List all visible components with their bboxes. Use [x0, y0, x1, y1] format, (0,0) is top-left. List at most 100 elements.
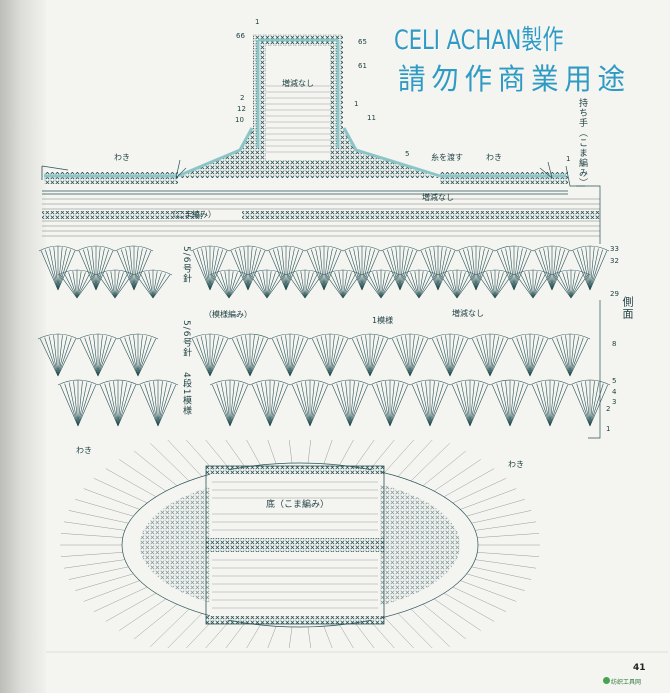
shell-stitch	[410, 272, 420, 299]
shell-arc	[309, 333, 351, 340]
shell-stitch	[520, 336, 531, 377]
shell-stitch	[57, 249, 71, 291]
shell-stitch	[456, 273, 470, 299]
shell-stitch	[387, 249, 401, 291]
shell-stitch	[380, 273, 394, 299]
shell-arc	[249, 379, 291, 386]
shell-stitch	[369, 336, 380, 377]
shell-stitch	[57, 338, 77, 377]
one-repeat-label: 1模様	[372, 316, 394, 325]
shell-arc	[77, 333, 119, 340]
shell-stitch	[425, 249, 439, 291]
shell-stitch	[416, 383, 431, 427]
side-row-number: 8	[612, 340, 617, 348]
shell-stitch	[475, 247, 481, 291]
shell-stitch	[437, 250, 456, 291]
shell-stitch	[211, 274, 230, 299]
shell-stitch	[496, 383, 511, 427]
shell-stitch	[216, 383, 231, 427]
shell-stitch	[437, 249, 451, 291]
radiating-guide-line	[466, 573, 525, 591]
shell-stitch	[205, 247, 211, 291]
sc-row-left	[42, 211, 202, 219]
shell-stitch	[529, 335, 535, 377]
shell-stitch	[536, 383, 551, 427]
shell-stitch	[439, 274, 458, 299]
shell-stitch	[360, 336, 371, 377]
shell-stitch	[249, 274, 268, 299]
shell-stitch	[460, 382, 471, 427]
shell-stitch	[102, 273, 116, 299]
shell-stitch	[291, 384, 311, 427]
radiating-guide-line	[267, 439, 277, 464]
shell-stitch	[133, 250, 152, 291]
shell-stitch	[153, 381, 159, 427]
shell-stitch	[551, 249, 565, 291]
shell-stitch	[409, 335, 415, 377]
shell-stitch	[351, 338, 371, 377]
shell-stitch	[345, 381, 351, 427]
radiating-guide-line	[422, 450, 467, 486]
shell-stitch	[152, 271, 158, 299]
shell-stitch	[262, 271, 268, 299]
shell-stitch	[157, 383, 172, 427]
shell-stitch	[59, 384, 79, 427]
shell-stitch	[534, 250, 553, 291]
radiating-guide-line	[105, 592, 157, 622]
shell-stitch	[249, 338, 269, 377]
shell-stitch	[116, 250, 135, 291]
row-number: 65	[358, 38, 367, 46]
row-number: 11	[367, 114, 376, 122]
shell-stitch	[340, 382, 351, 427]
shell-stitch	[539, 249, 553, 291]
shell-stitch	[77, 383, 92, 427]
shell-stitch	[489, 336, 500, 377]
shell-stitch	[108, 382, 119, 427]
shell-stitch	[285, 335, 291, 377]
shell-stitch	[48, 336, 59, 377]
shell-stitch	[121, 249, 135, 291]
shell-stitch	[513, 249, 527, 291]
shell-stitch	[549, 382, 560, 427]
side-row-number: 3	[612, 398, 617, 406]
shell-stitch	[83, 249, 97, 291]
shell-stitch	[216, 273, 230, 299]
shell-stitch	[57, 335, 63, 377]
shell-stitch	[323, 247, 329, 291]
shell-arc	[38, 245, 78, 252]
shell-stitch	[475, 250, 494, 291]
shell-stitch	[273, 249, 287, 291]
shell-arc	[117, 333, 159, 340]
shell-stitch	[409, 338, 429, 377]
shell-stitch	[418, 272, 428, 299]
shell-stitch	[513, 248, 523, 291]
shell-stitch	[524, 272, 534, 299]
radiating-guide-line	[68, 566, 129, 580]
shell-stitch	[209, 335, 215, 377]
shell-stitch	[566, 271, 572, 299]
shell-stitch	[489, 338, 509, 377]
shell-stitch	[391, 338, 411, 377]
shell-stitch	[391, 248, 401, 291]
row-number: 61	[358, 62, 367, 70]
shell-stitch	[449, 337, 464, 377]
shell-stitch	[490, 271, 496, 299]
shell-stitch	[196, 337, 211, 377]
shell-stitch	[97, 274, 116, 299]
shell-stitch	[529, 337, 544, 377]
shell-stitch	[266, 272, 276, 299]
radiating-guide-line	[354, 622, 375, 649]
shell-stitch	[482, 273, 496, 299]
shell-arc	[551, 269, 591, 276]
shell-stitch	[229, 381, 235, 427]
shell-arc	[489, 379, 531, 386]
shell-stitch	[64, 383, 79, 427]
shell-stitch	[489, 335, 495, 377]
shell-stitch	[73, 381, 79, 427]
shell-stitch	[201, 248, 211, 291]
sc-row-label: （こま編み）	[168, 210, 216, 219]
shell-stitch	[281, 247, 287, 291]
shell-stitch	[49, 248, 59, 291]
waki-label-bottom-left: わき	[76, 446, 92, 455]
side-label: 側面	[621, 296, 634, 320]
